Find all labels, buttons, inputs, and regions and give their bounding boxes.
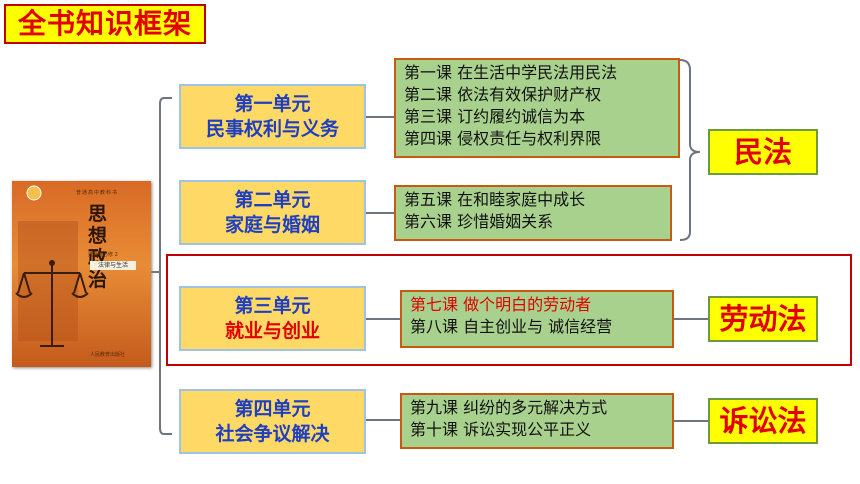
lesson-item: 第八课 自主创业与 诚信经营 — [410, 317, 613, 336]
scale-illustration — [15, 185, 89, 347]
lesson-item: 第十课 诉讼实现公平正义 — [410, 420, 592, 439]
unit-number: 第一单元 — [234, 92, 311, 115]
textbook-cover: 普通高中教科书 思想政治 选择性必修 2 法律与生活 人民教育出版社 — [12, 181, 151, 367]
book-subtitle: 法律与生活 — [90, 261, 136, 270]
civil-law-brace — [679, 59, 701, 241]
lesson-item: 第一课 在生活中学民法用民法 — [404, 63, 618, 82]
unit-1-box: 第一单元 民事权利与义务 — [179, 84, 366, 149]
unit-3-box: 第三单元 就业与创业 — [179, 286, 366, 351]
unit-name: 民事权利与义务 — [205, 117, 339, 140]
unit-name: 家庭与婚姻 — [224, 213, 320, 236]
lesson-item: 第九课 纠纷的多元解决方式 — [410, 398, 608, 417]
book-publisher: 人民教育出版社 — [90, 352, 126, 358]
lesson-item-highlighted: 第七课 做个明白的劳动者 — [410, 295, 592, 314]
highlight-frame-unit-3 — [166, 254, 852, 366]
unit-name: 社会争议解决 — [215, 422, 330, 445]
lesson-item: 第四课 侵权责任与权利界限 — [404, 129, 602, 148]
unit-2-box: 第二单元 家庭与婚姻 — [179, 180, 366, 245]
lessons-group-3: 第七课 做个明白的劳动者 第八课 自主创业与 诚信经营 — [400, 290, 674, 348]
law-civil-law: 民法 — [708, 129, 818, 175]
unit-name: 就业与创业 — [224, 319, 320, 342]
book-title: 思想政治 — [88, 203, 108, 291]
main-brace — [159, 97, 172, 435]
lesson-item: 第五课 在和睦家庭中成长 — [404, 190, 586, 209]
lessons-group-2: 第五课 在和睦家庭中成长 第六课 珍惜婚姻关系 — [394, 185, 672, 241]
lessons-group-4: 第九课 纠纷的多元解决方式 第十课 诉讼实现公平正义 — [400, 393, 674, 449]
book-volume: 选择性必修 2 — [88, 252, 118, 258]
unit-number: 第二单元 — [234, 188, 311, 211]
book-series: 普通高中教科书 — [76, 190, 119, 196]
unit-number: 第三单元 — [234, 294, 311, 317]
law-labor-law: 劳动法 — [708, 296, 818, 342]
lessons-group-1: 第一课 在生活中学民法用民法 第二课 依法有效保护财产权 第三课 订约履约诚信为… — [394, 58, 680, 158]
lesson-item: 第三课 订约履约诚信为本 — [404, 107, 586, 126]
lesson-item: 第二课 依法有效保护财产权 — [404, 85, 602, 104]
unit-4-box: 第四单元 社会争议解决 — [179, 389, 366, 454]
law-litigation-law: 诉讼法 — [708, 398, 818, 444]
unit-number: 第四单元 — [234, 397, 311, 420]
page-title: 全书知识框架 — [4, 4, 206, 44]
lesson-item: 第六课 珍惜婚姻关系 — [404, 212, 554, 231]
